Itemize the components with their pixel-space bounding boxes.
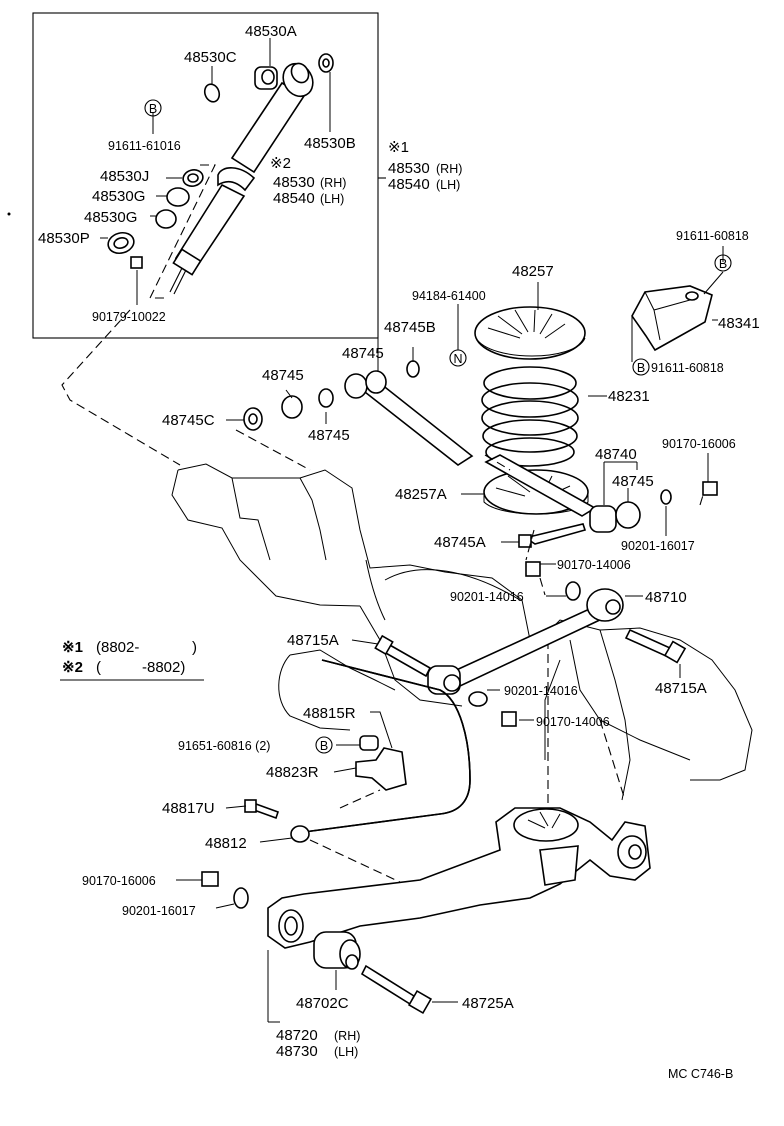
label-90201-14016-mid: 90201-14016: [504, 684, 578, 698]
label-90201-16017-top: 90201-16017: [621, 539, 695, 553]
label-48745-left: 48745: [262, 367, 304, 384]
shock-absorber-inset-frame: [32, 12, 379, 339]
label-90201-16017-bottom: 90201-16017: [122, 904, 196, 918]
label-91611-61016: 91611-61016: [108, 139, 181, 153]
label-94184-61400: 94184-61400: [412, 289, 486, 303]
ref2-label-48540-side: (LH): [320, 192, 344, 206]
ref2-label-48530: 48530: [273, 174, 315, 191]
axle-housing: [171, 463, 753, 801]
legend-line1-close: ): [192, 639, 197, 656]
ref1-label-48530-side: (RH): [436, 162, 462, 176]
stabilizer-leader-lines: [176, 711, 393, 909]
control-rod-leader-lines: [226, 335, 709, 565]
ref1-label-48540-side: (LH): [436, 178, 460, 192]
label-48823R: 48823R: [266, 764, 319, 781]
label-48745B: 48745B: [384, 319, 436, 336]
label-48730: 48730: [276, 1043, 318, 1060]
label-48720: 48720: [276, 1027, 318, 1044]
legend-line2-mark: ※2: [62, 659, 83, 676]
ref1-label-48530: 48530: [388, 160, 430, 177]
label-48745C: 48745C: [162, 412, 215, 429]
label-48725A: 48725A: [462, 995, 514, 1012]
label-48715A-right: 48715A: [655, 680, 707, 697]
inset-leader-lines: [100, 38, 331, 305]
lower-control-arm: [267, 807, 651, 1015]
label-91611-60818-bottom: 91611-60818: [651, 361, 724, 375]
label-90201-14016-top: 90201-14016: [450, 590, 524, 604]
label-91651-60816: 91651-60816 (2): [178, 739, 270, 753]
svg-text:B: B: [320, 739, 328, 753]
label-48530G-lower: 48530G: [84, 209, 137, 226]
label-48745-right: 48745: [612, 473, 654, 490]
shock-absorber-drawing: [107, 53, 334, 299]
label-48715A-left: 48715A: [287, 632, 339, 649]
upper-control-rod: [243, 360, 718, 577]
b-marker-bracket-top: B: [714, 254, 732, 272]
label-48231: 48231: [608, 388, 650, 405]
n-marker-circle: [449, 349, 467, 367]
label-48812: 48812: [205, 835, 247, 852]
control-arm-leader-lines: [267, 950, 458, 1023]
legend: ※1 (8802- ) ※2 ( -8802): [60, 639, 204, 681]
label-90170-14006-top: 90170-14006: [557, 558, 631, 572]
ref2-label-48540: 48540: [273, 190, 315, 207]
label-48817U: 48817U: [162, 800, 215, 817]
stray-mark: [7, 212, 11, 216]
label-90179-10022: 90179-10022: [92, 310, 166, 324]
lateral-rod-leader-lines: [351, 595, 681, 721]
label-48530B: 48530B: [304, 135, 356, 152]
ref1-marker: ※1: [388, 139, 409, 156]
label-48530J: 48530J: [100, 168, 149, 185]
assembly-dashed-lines: [61, 309, 705, 883]
label-48720-side: (RH): [334, 1029, 360, 1043]
n-marker-symbol: N: [453, 352, 462, 366]
label-90170-16006-top: 90170-16006: [662, 437, 736, 451]
label-90170-16006-bottom: 90170-16006: [82, 874, 156, 888]
legend-line1-mark: ※1: [62, 639, 83, 656]
label-48257A: 48257A: [395, 486, 447, 503]
svg-text:B: B: [149, 102, 157, 116]
label-48530C: 48530C: [184, 49, 237, 66]
label-48815R: 48815R: [303, 705, 356, 722]
b-marker-inset: B: [144, 99, 162, 117]
b-marker-stabilizer: B: [315, 736, 333, 754]
label-48530P: 48530P: [38, 230, 90, 247]
label-48341: 48341: [718, 315, 760, 332]
label-90170-14006-mid: 90170-14006: [536, 715, 610, 729]
label-48730-side: (LH): [334, 1045, 358, 1059]
legend-line1-text: (8802-: [96, 639, 139, 656]
ref2-marker: ※2: [270, 155, 291, 172]
lateral-rod-48710: [374, 581, 687, 727]
legend-line2-text: (: [96, 659, 101, 676]
label-48745A: 48745A: [434, 534, 486, 551]
label-48745-lower: 48745: [308, 427, 350, 444]
label-48710: 48710: [645, 589, 687, 606]
b-marker-bracket-bottom: B: [632, 358, 650, 376]
bracket-48341: [631, 246, 724, 362]
svg-text:B: B: [719, 257, 727, 271]
svg-text:B: B: [637, 361, 645, 375]
ref1-label-48540: 48540: [388, 176, 430, 193]
label-48530A: 48530A: [245, 23, 297, 40]
label-48257: 48257: [512, 263, 554, 280]
label-48702C: 48702C: [296, 995, 349, 1012]
legend-line2-value: -8802): [142, 659, 185, 676]
diagram-code: MC C746-B: [668, 1067, 733, 1081]
label-48745-top: 48745: [342, 345, 384, 362]
label-48530G-upper: 48530G: [92, 188, 145, 205]
label-48740: 48740: [595, 446, 637, 463]
ref2-label-48530-side: (RH): [320, 176, 346, 190]
stabilizer-bar: [201, 659, 471, 909]
spring-leader-lines: [457, 282, 607, 495]
label-91611-60818-top: 91611-60818: [676, 229, 749, 243]
